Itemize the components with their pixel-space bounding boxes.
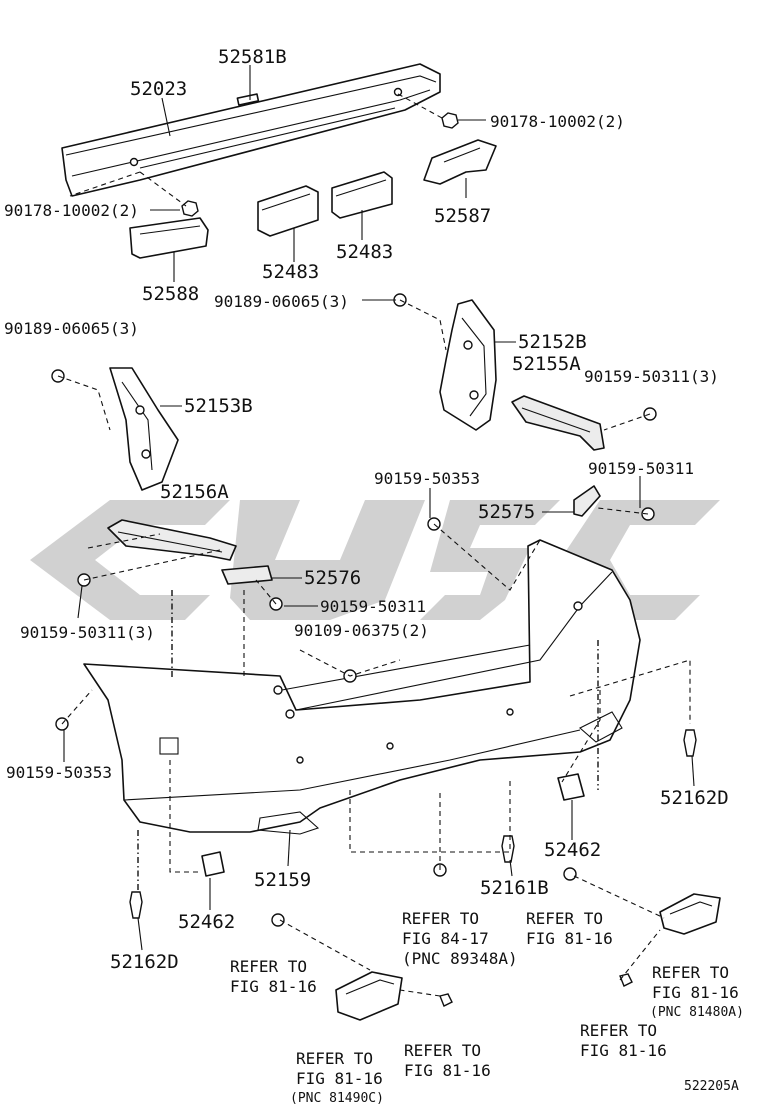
label-52483-b: 52483 [336,241,393,263]
label-52023: 52023 [130,78,187,100]
label-ref-5-fig: FIG 81-16 [580,1041,667,1060]
label-screw-right-b: 90159-50311 [588,459,694,478]
clip-icons [129,729,697,919]
support-left [107,519,237,561]
spacer-left [221,565,273,585]
lamp-parts [335,893,721,1021]
label-ref-5: REFER TO [580,1021,657,1040]
label-52588: 52588 [142,283,199,305]
label-ref-1: REFER TO [402,909,479,928]
label-ref-3: REFER TO [652,963,729,982]
label-52581B: 52581B [218,46,287,68]
label-52462-left: 52462 [178,911,235,933]
label-screw-right-a: 90159-50311(3) [584,367,719,386]
label-screw-left-b: 90159-50353 [6,763,112,782]
label-ref-1-pnc: (PNC 89348A) [402,949,518,968]
label-52483-a: 52483 [262,261,319,283]
label-ref-3-fig: FIG 81-16 [652,983,739,1002]
support-right [511,395,605,451]
label-ref-7-fig: FIG 81-16 [404,1061,491,1080]
label-ref-7: REFER TO [404,1041,481,1060]
label-nut-left: 90178-10002(2) [4,201,139,220]
label-52575: 52575 [478,501,535,523]
label-52162D-right: 52162D [660,787,729,809]
label-ref-3-pnc: (PNC 81480A) [650,1005,744,1020]
bracket-52588 [129,217,209,259]
label-ref-2-fig: FIG 81-16 [526,929,613,948]
label-ref-4: REFER TO [230,957,307,976]
label-52587: 52587 [434,205,491,227]
label-ref-6-fig: FIG 81-16 [296,1069,383,1088]
label-52161B: 52161B [480,877,549,899]
label-52462-right: 52462 [544,839,601,861]
part-labels: 52581B 52023 90178-10002(2) 90178-10002(… [4,46,744,1106]
label-clip-center: 90189-06065(3) [214,292,349,311]
label-screw-left-a: 90159-50311(3) [20,623,155,642]
label-52156A: 52156A [160,481,229,503]
label-ref-4-fig: FIG 81-16 [230,977,317,996]
label-52155A: 52155A [512,353,581,375]
label-ref-6: REFER TO [296,1049,373,1068]
bumper-cover [83,539,641,835]
label-52159: 52159 [254,869,311,891]
label-clip-left: 90189-06065(3) [4,319,139,338]
absorber-parts [257,171,393,237]
cover-pieces [201,773,585,877]
label-bolt-center: 90109-06375(2) [294,621,429,640]
label-ref-2: REFER TO [526,909,603,928]
figure-code: 522205A [684,1079,739,1094]
label-screw-center-a: 90159-50353 [374,469,480,488]
retainer-left [109,367,179,491]
label-52576: 52576 [304,567,361,589]
label-screw-center-b: 90159-50311 [320,597,426,616]
bracket-52587 [423,139,497,185]
leader-lines [63,65,695,951]
label-52152B: 52152B [518,331,587,353]
label-52153B: 52153B [184,395,253,417]
label-ref-1-fig: FIG 84-17 [402,929,489,948]
guide-lines [57,93,691,997]
label-nut-right: 90178-10002(2) [490,112,625,131]
label-ref-6-pnc: (PNC 81490C) [290,1091,384,1106]
retainer-right [439,299,497,431]
label-52162D-left: 52162D [110,951,179,973]
nut-icon [181,112,459,217]
reinforcement-part [61,63,441,197]
